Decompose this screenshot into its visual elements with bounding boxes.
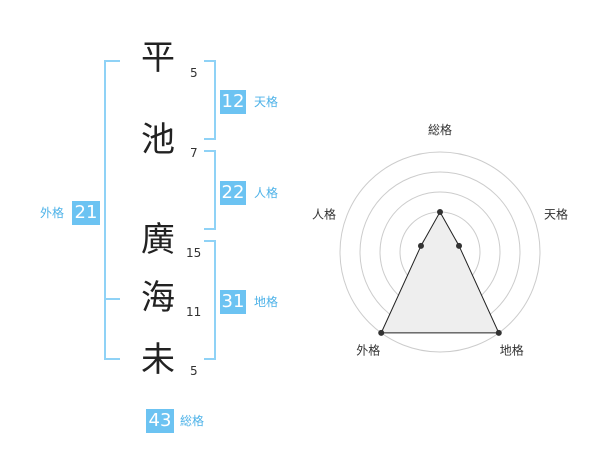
radar-axis-label: 人格 [312,206,336,221]
gaikaku-bracket [104,60,120,360]
gaikaku-label: 外格 [40,206,65,220]
name-char-3: 廣 [141,220,175,260]
chikaku-label: 地格 [254,295,279,309]
radar-point-4 [378,329,385,336]
name-char-4: 海 [141,278,175,318]
soukaku-value: 43 [146,409,174,433]
radar-point-1 [437,209,443,215]
radar-axis-label: 総格 [428,122,452,137]
jinkaku-label: 人格 [254,186,279,200]
radar-point-2 [456,242,463,249]
jinkaku-bracket [204,150,216,230]
chikaku-bracket [204,240,216,360]
tenkaku-label: 天格 [254,95,279,109]
stroke-count-2: 7 [190,146,198,160]
gaikaku-bracket-divider [104,298,120,300]
stroke-count-5: 5 [190,364,198,378]
radar-data-points [378,209,502,336]
name-char-5: 未 [141,340,175,380]
gaikaku-value: 21 [72,201,100,225]
stroke-count-3: 15 [186,246,202,260]
radar-axis-label: 外格 [356,343,380,358]
chikaku-value: 31 [220,290,246,314]
radar-point-3 [495,329,502,336]
soukaku-label: 総格 [180,414,205,428]
radar-axis-label: 天格 [544,206,568,221]
radar-grid-ring [339,151,541,353]
tenkaku-value: 12 [220,90,246,114]
name-char-2: 池 [141,120,175,160]
name-char-1: 平 [141,38,175,78]
radar-axis-label: 地格 [500,343,524,358]
tenkaku-bracket [204,60,216,140]
radar-point-5 [417,242,424,249]
jinkaku-value: 22 [220,181,246,205]
stroke-count-1: 5 [190,66,198,80]
stroke-count-4: 11 [186,305,202,319]
radar-data-area [380,210,500,334]
